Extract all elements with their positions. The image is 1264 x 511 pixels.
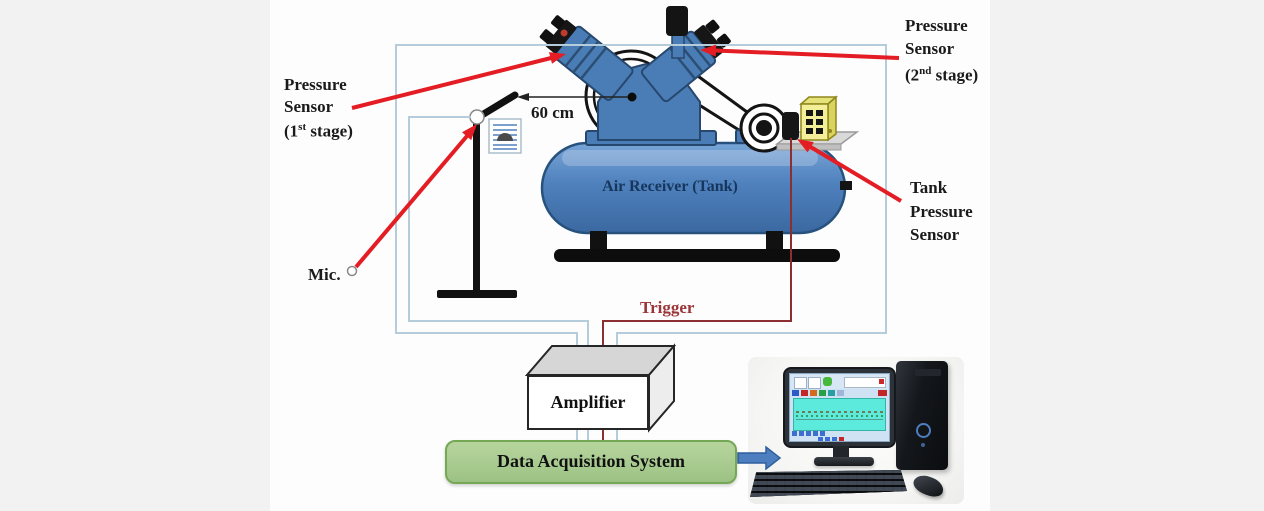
label-pressure-sensor-1st-stage: Pressure Sensor (1st stage)	[284, 74, 353, 142]
microphone-stand	[437, 91, 519, 298]
mic-spec-icon	[488, 118, 522, 154]
monitor-stand-neck	[833, 446, 849, 459]
label-distance: 60 cm	[531, 103, 574, 122]
tower-logo-ring	[916, 423, 931, 438]
air-compressor	[539, 6, 731, 141]
monitor-stand-base	[814, 457, 874, 466]
monitor	[783, 367, 896, 448]
distance-arrow	[517, 93, 628, 101]
pressure-sensor-wire-loop	[395, 44, 887, 356]
keyboard	[750, 470, 907, 497]
label-microphone: Mic.	[308, 265, 341, 284]
callout-arrows	[351, 44, 903, 269]
label-line: Pressure	[910, 201, 973, 221]
tank-legs	[590, 231, 783, 253]
motor-pulley	[739, 103, 789, 153]
label-line: Tank	[910, 178, 948, 197]
pressure-sensor-1st-stage-marker	[560, 29, 568, 37]
status-bar	[844, 377, 886, 388]
screen-toolbar	[791, 375, 888, 389]
label-trigger: Trigger	[640, 298, 695, 317]
power-button	[921, 443, 925, 447]
mic-label-marker	[346, 265, 358, 277]
tank-outlet-nozzle	[840, 181, 852, 190]
toolbar-icon-green	[823, 377, 832, 386]
tank-pressure-sensor-device	[782, 112, 799, 140]
base-frame	[554, 249, 840, 262]
label-line: Sensor	[905, 39, 955, 58]
screen-buttons-row	[792, 390, 844, 396]
label-pressure-sensor-2nd-stage: Pressure Sensor (2nd stage)	[905, 14, 978, 87]
signal-wires	[395, 44, 887, 440]
screen-controls-row	[818, 437, 844, 441]
trigger-wire	[602, 138, 792, 440]
toolbar-icon	[794, 377, 807, 389]
waveform-plot	[793, 398, 886, 431]
arrow-to-1st-stage-sensor	[351, 56, 552, 110]
cylinder-1st-stage	[539, 15, 634, 101]
daq-box: Data Acquisition System	[445, 440, 737, 484]
amplifier-box-3d	[524, 343, 677, 433]
label-line: Pressure	[284, 75, 347, 94]
daq-software-screen	[789, 373, 890, 442]
label-line: (1st stage)	[284, 121, 353, 141]
pc-tower	[896, 361, 948, 470]
label-line: Sensor	[284, 96, 334, 116]
microphone-wire	[408, 116, 589, 356]
control-box	[799, 95, 838, 142]
arrow-to-microphone	[354, 134, 469, 269]
arrow-to-tank-sensor	[807, 144, 903, 203]
label-line: (2nd stage)	[905, 65, 979, 85]
screen-stop-button	[878, 390, 887, 396]
label-tank-pressure-sensor: Tank Pressure Sensor	[910, 176, 973, 247]
flow-arrow-daq-to-pc	[737, 445, 782, 471]
label-line: Pressure	[905, 16, 968, 35]
screen-controls-row	[792, 431, 825, 436]
amplifier-box: Amplifier	[527, 375, 649, 430]
microphone	[469, 109, 485, 125]
pressure-sensor-2nd-stage-marker	[705, 19, 720, 34]
label-line: Sensor	[910, 225, 960, 244]
arrow-to-2nd-stage-sensor	[714, 48, 900, 60]
crankshaft-center-dot	[627, 92, 637, 102]
toolbar-icon	[808, 377, 821, 389]
label-air-receiver-tank: Air Receiver (Tank)	[602, 178, 738, 195]
drive-bay	[915, 369, 941, 376]
